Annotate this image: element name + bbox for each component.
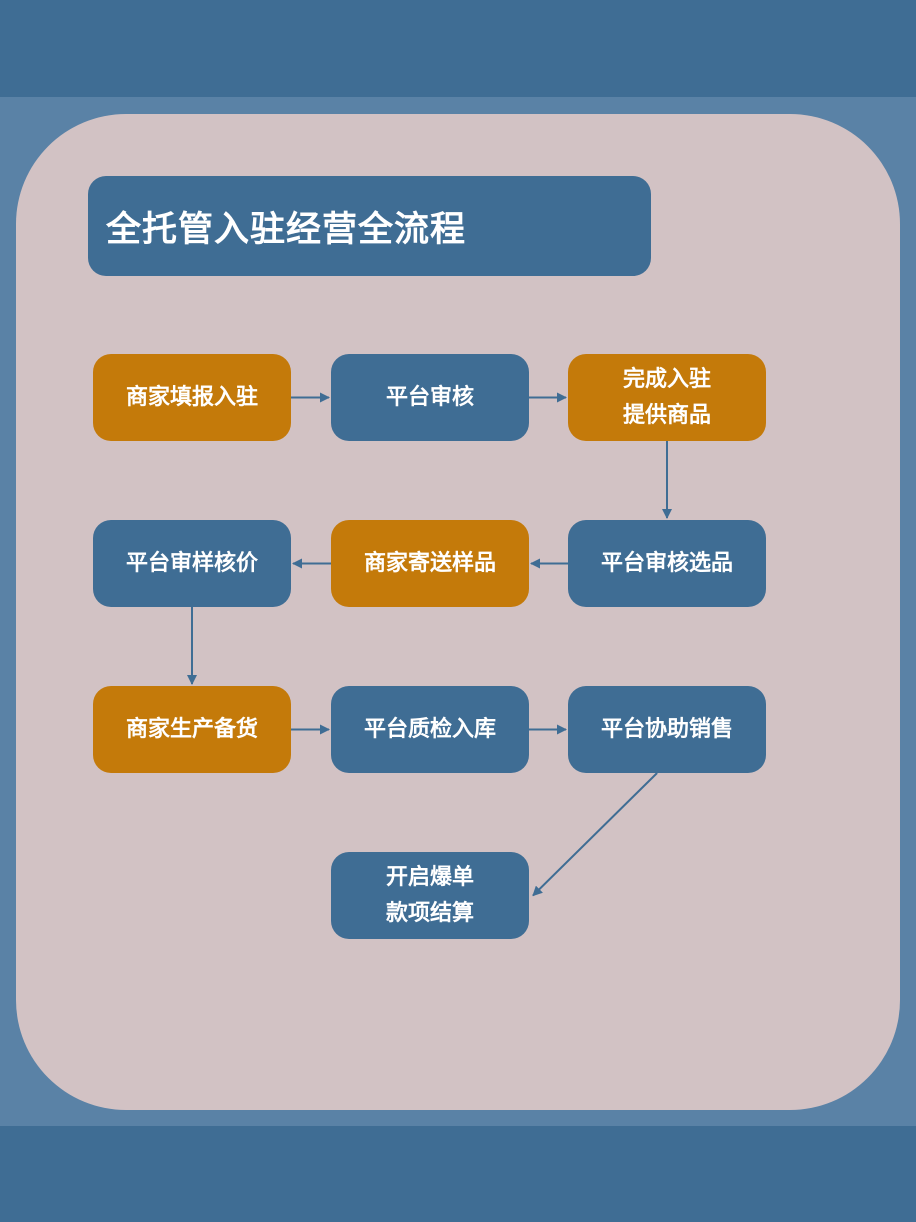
flow-node-n9: 平台协助销售 [568,686,766,773]
flow-arrow-n9-n10 [532,772,658,897]
flow-node-n1: 商家填报入驻 [93,354,291,441]
flow-node-label: 完成入驻 提供商品 [622,366,711,428]
flow-node-n2: 平台审核 [331,354,529,441]
flow-node-label: 平台审样核价 [125,550,258,576]
title-banner: 全托管入驻经营全流程 [88,176,651,276]
flow-node-label: 商家生产备货 [125,716,258,742]
flow-node-label: 商家寄送样品 [363,550,496,576]
flow-node-label: 平台审核选品 [600,550,733,576]
flow-node-label: 平台质检入库 [363,716,496,742]
flow-node-n8: 平台质检入库 [331,686,529,773]
page-title: 全托管入驻经营全流程 [106,209,467,250]
flow-node-n7: 商家生产备货 [93,686,291,773]
flow-node-label: 开启爆单 款项结算 [385,864,474,926]
top-band [0,0,916,97]
flow-node-n3: 完成入驻 提供商品 [568,354,766,441]
flow-node-n10: 开启爆单 款项结算 [331,852,529,939]
content-card [16,114,900,1110]
flow-node-label: 平台协助销售 [600,716,733,742]
flow-node-n6: 平台审样核价 [93,520,291,607]
flow-node-n4: 平台审核选品 [568,520,766,607]
flow-node-n5: 商家寄送样品 [331,520,529,607]
flow-node-label: 平台审核 [385,384,474,410]
flow-node-label: 商家填报入驻 [125,384,258,410]
bottom-band [0,1126,916,1222]
